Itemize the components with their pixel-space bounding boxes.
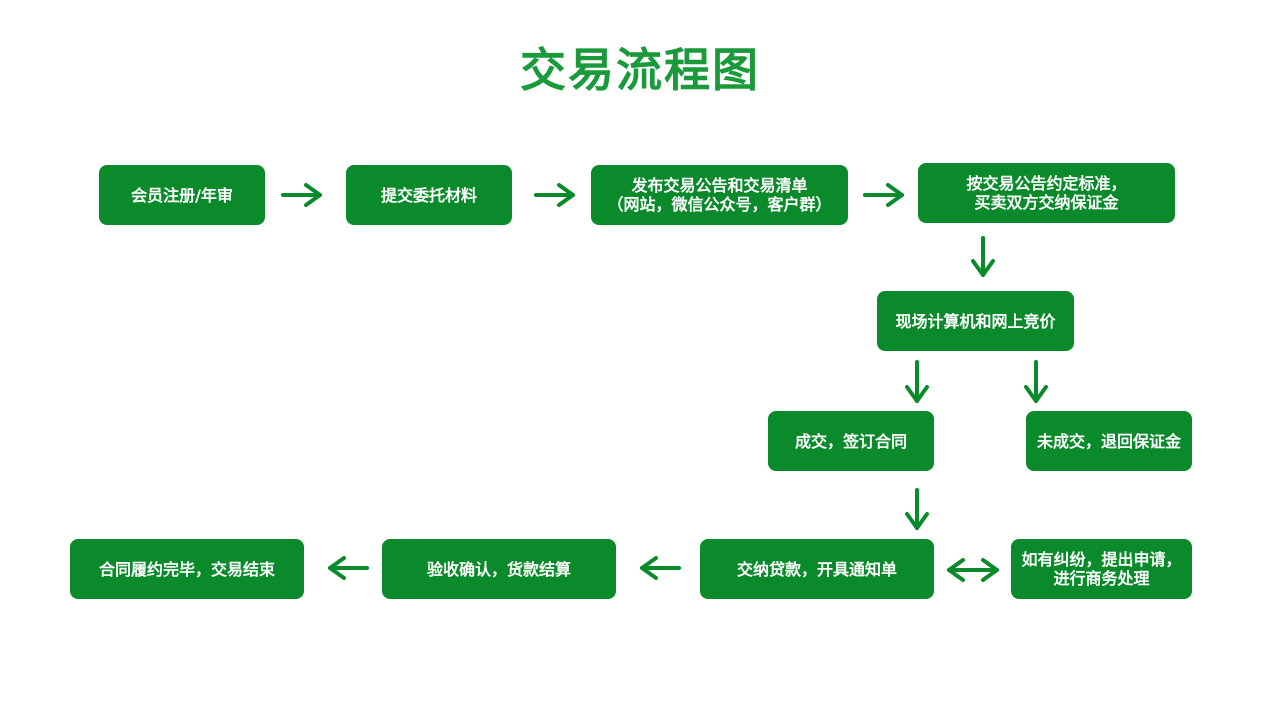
node-bidding-line-1: 现场计算机和网上竞价 [895, 311, 1056, 331]
arrow-bidding-to-deal [905, 360, 929, 403]
arrow-submit-to-publish [534, 183, 575, 207]
arrow-publish-to-deposit [863, 183, 904, 207]
arrow-bidding-to-no-deal [1024, 360, 1048, 403]
node-acceptance-settlement-line-1: 验收确认，货款结算 [426, 559, 571, 579]
node-transaction-complete-line-1: 合同履约完毕，交易结束 [98, 559, 275, 579]
node-pay-deposit: 按交易公告约定标准， 买卖双方交纳保证金 [918, 163, 1175, 223]
arrow-deposit-to-bidding [971, 236, 995, 277]
node-submit-materials-line-1: 提交委托材料 [380, 185, 477, 205]
node-deal-signed-line-1: 成交，签订合同 [794, 431, 907, 451]
node-bidding: 现场计算机和网上竞价 [877, 291, 1074, 351]
node-no-deal-refund: 未成交，退回保证金 [1026, 411, 1192, 471]
node-transaction-complete: 合同履约完毕，交易结束 [70, 539, 304, 599]
node-acceptance-settlement: 验收确认，货款结算 [382, 539, 616, 599]
node-dispute-handling-line-2: 进行商务处理 [1053, 569, 1150, 588]
node-publish-announcement-line-1: 发布交易公告和交易清单 [631, 176, 808, 195]
node-deal-signed: 成交，签订合同 [768, 411, 934, 471]
arrow-acceptance-to-complete [328, 556, 369, 580]
arrow-deal-to-payment [905, 488, 929, 530]
arrow-register-to-submit [281, 183, 322, 207]
arrow-payment-to-acceptance [640, 556, 681, 580]
node-register-line-1: 会员注册/年审 [131, 185, 233, 205]
node-no-deal-refund-line-1: 未成交，退回保证金 [1036, 431, 1181, 451]
node-register: 会员注册/年审 [99, 165, 265, 225]
arrow-payment-dispute-bidirectional [947, 558, 999, 582]
node-payment-notice-line-1: 交纳贷款，开具通知单 [736, 559, 897, 579]
node-publish-announcement: 发布交易公告和交易清单 （网站，微信公众号，客户群） [591, 165, 848, 225]
node-pay-deposit-line-1: 按交易公告约定标准， [966, 174, 1127, 193]
node-dispute-handling-line-1: 如有纠纷，提出申请， [1021, 550, 1182, 569]
node-pay-deposit-line-2: 买卖双方交纳保证金 [974, 193, 1119, 212]
node-submit-materials: 提交委托材料 [346, 165, 512, 225]
diagram-title: 交易流程图 [520, 43, 760, 97]
node-publish-announcement-line-2: （网站，微信公众号，客户群） [607, 195, 832, 214]
node-payment-notice: 交纳贷款，开具通知单 [700, 539, 934, 599]
node-dispute-handling: 如有纠纷，提出申请， 进行商务处理 [1011, 539, 1192, 599]
